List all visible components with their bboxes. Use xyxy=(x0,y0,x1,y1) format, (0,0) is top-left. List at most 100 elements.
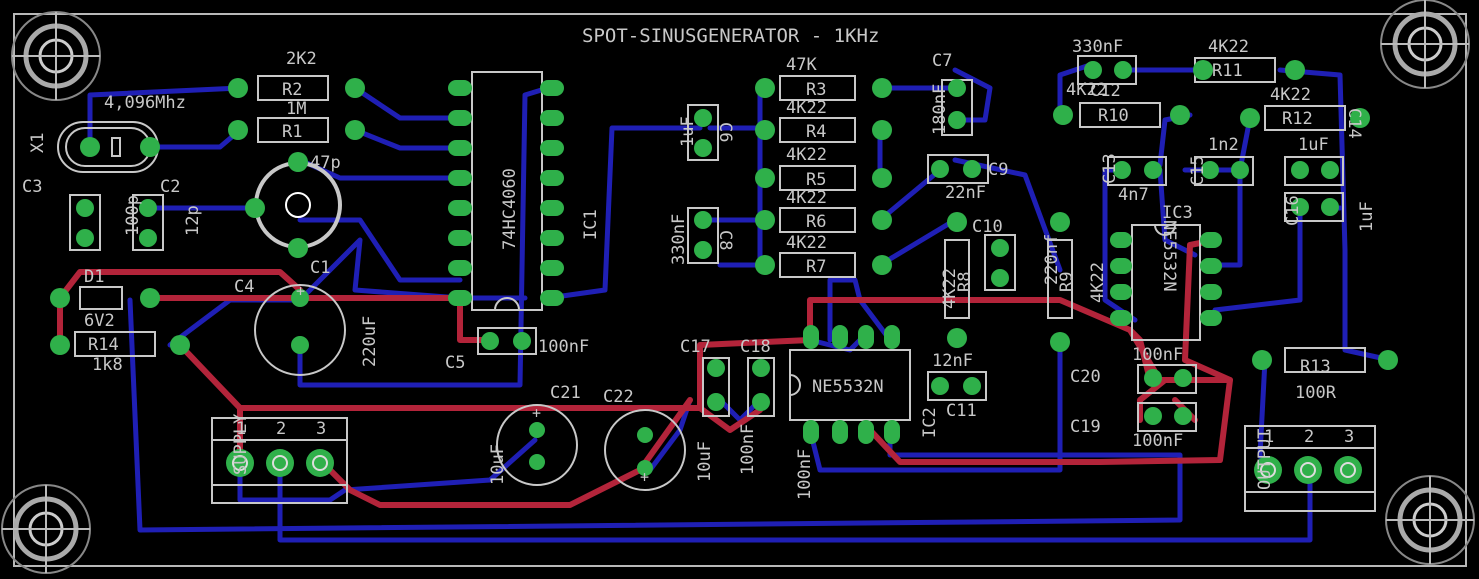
output-label: OUTPUT xyxy=(1255,429,1275,490)
ic2-body xyxy=(789,349,911,421)
output-pin-3: 3 xyxy=(1344,427,1354,447)
c5-value: 100nF xyxy=(538,337,589,357)
c13-value: 4n7 xyxy=(1118,185,1149,205)
c20-value: 100nF xyxy=(1132,345,1183,365)
cap-c21-body xyxy=(496,404,578,486)
r4-value: 4K22 xyxy=(786,98,827,118)
c2-label: C2 xyxy=(160,177,180,197)
c4-label: C4 xyxy=(234,277,254,297)
c21-plus: + xyxy=(532,404,541,422)
c14-label: C14 xyxy=(1344,108,1364,139)
c7-label: C7 xyxy=(932,51,952,71)
d1-value: 6V2 xyxy=(84,311,115,331)
c14-value: 1uF xyxy=(1298,135,1329,155)
c11-value: 12nF xyxy=(932,351,973,371)
c8-label: C8 xyxy=(715,230,735,250)
ic3-part: NE5532N xyxy=(1159,220,1179,292)
r14-value: 1k8 xyxy=(92,355,123,375)
c18-label: C18 xyxy=(740,337,771,357)
r10-label: R10 xyxy=(1098,106,1129,126)
board-outline xyxy=(13,13,1467,567)
output-pin-1: 1 xyxy=(1264,427,1274,447)
d1-label: D1 xyxy=(84,267,104,287)
c12-value: 330nF xyxy=(1072,37,1123,57)
c4-value: 220uF xyxy=(360,316,380,367)
c19-value: 100nF xyxy=(1132,431,1183,451)
c3-label: C3 xyxy=(22,177,42,197)
c22-label: C22 xyxy=(603,387,634,407)
r2-label: R2 xyxy=(282,80,302,100)
r13-label: R13 xyxy=(1300,357,1331,377)
supply-terminal-body xyxy=(211,417,348,504)
supply-label: SUPPLY xyxy=(231,414,251,475)
c8-value: 330nF xyxy=(669,214,689,265)
r9-value: 4K22 xyxy=(1088,262,1108,303)
output-pin-2: 2 xyxy=(1304,427,1314,447)
ic1-body xyxy=(471,71,543,311)
c2-value: 12p xyxy=(183,205,203,236)
c11-label: C11 xyxy=(946,401,977,421)
r3-label: R3 xyxy=(806,80,826,100)
c20-label: C20 xyxy=(1070,367,1101,387)
r8-label: R8 xyxy=(955,272,975,292)
r1-label: R1 xyxy=(282,122,302,142)
r6-label: R6 xyxy=(806,212,826,232)
ic2-part: NE5532N xyxy=(812,377,884,397)
c19-label: C19 xyxy=(1070,417,1101,437)
c7-value: 180nF xyxy=(930,84,950,135)
x1-label: X1 xyxy=(28,133,48,153)
ic1-label: IC1 xyxy=(581,209,601,240)
c5-label: C5 xyxy=(445,353,465,373)
c12-label: C12 xyxy=(1090,81,1121,101)
c21-value: 10uF xyxy=(488,444,508,485)
cap-c4-body xyxy=(254,284,346,376)
r12-label: R12 xyxy=(1282,109,1313,129)
r7-label: R7 xyxy=(806,257,826,277)
drill-marks xyxy=(232,455,1356,478)
ic3-body xyxy=(1131,224,1201,341)
r9-label: R9 xyxy=(1057,272,1077,292)
r12-value: 4K22 xyxy=(1270,85,1311,105)
r11-value: 4K22 xyxy=(1208,37,1249,57)
c15-label: C15 xyxy=(1188,155,1208,186)
r10-value: 4K22 xyxy=(1066,80,1107,100)
c9-value: 22nF xyxy=(945,183,986,203)
trimmer-c1-body xyxy=(254,161,342,249)
c17-value: 100nF xyxy=(738,424,758,475)
c4-plus: + xyxy=(296,282,305,300)
c13-label: C13 xyxy=(1100,153,1120,184)
mount-hole-top-right xyxy=(1380,0,1470,89)
c10-label: C10 xyxy=(972,217,1003,237)
mount-hole-bottom-right xyxy=(1385,475,1475,565)
c3-value: 100p xyxy=(123,195,143,236)
c10-value: 220nf xyxy=(1042,234,1062,285)
supply-pin-2: 2 xyxy=(276,419,286,439)
r1-value: 1M xyxy=(286,99,306,119)
r8-value: 4K22 xyxy=(940,268,960,309)
r14-label: R14 xyxy=(88,335,119,355)
c9-label: C9 xyxy=(988,160,1008,180)
r11-label: R11 xyxy=(1212,61,1243,81)
cap-c22-body xyxy=(604,409,686,491)
supply-pin-1: 1 xyxy=(236,419,246,439)
ic1-part: 74HC4060 xyxy=(500,168,520,250)
c6-label: C6 xyxy=(715,122,735,142)
c22-plus: + xyxy=(640,468,649,486)
c1-label: C1 xyxy=(310,258,330,278)
silkscreen xyxy=(57,55,1376,512)
r4-label: R4 xyxy=(806,122,826,142)
output-terminal-body xyxy=(1244,425,1376,512)
r6-value: 4K22 xyxy=(786,188,827,208)
r13-value: 100R xyxy=(1295,383,1337,403)
supply-pin-3: 3 xyxy=(316,419,326,439)
board-title: SPOT-SINUSGENERATOR - 1KHz xyxy=(582,25,879,47)
c18-value: 100nF xyxy=(795,449,815,500)
c16-label: C16 xyxy=(1283,195,1303,226)
r5-label: R5 xyxy=(806,170,826,190)
c22-value: 10uF xyxy=(695,441,715,482)
mount-hole-top-left xyxy=(11,11,101,101)
c1-value: 47p xyxy=(310,153,341,173)
ic2-label: IC2 xyxy=(920,407,940,438)
c21-label: C21 xyxy=(550,383,581,403)
